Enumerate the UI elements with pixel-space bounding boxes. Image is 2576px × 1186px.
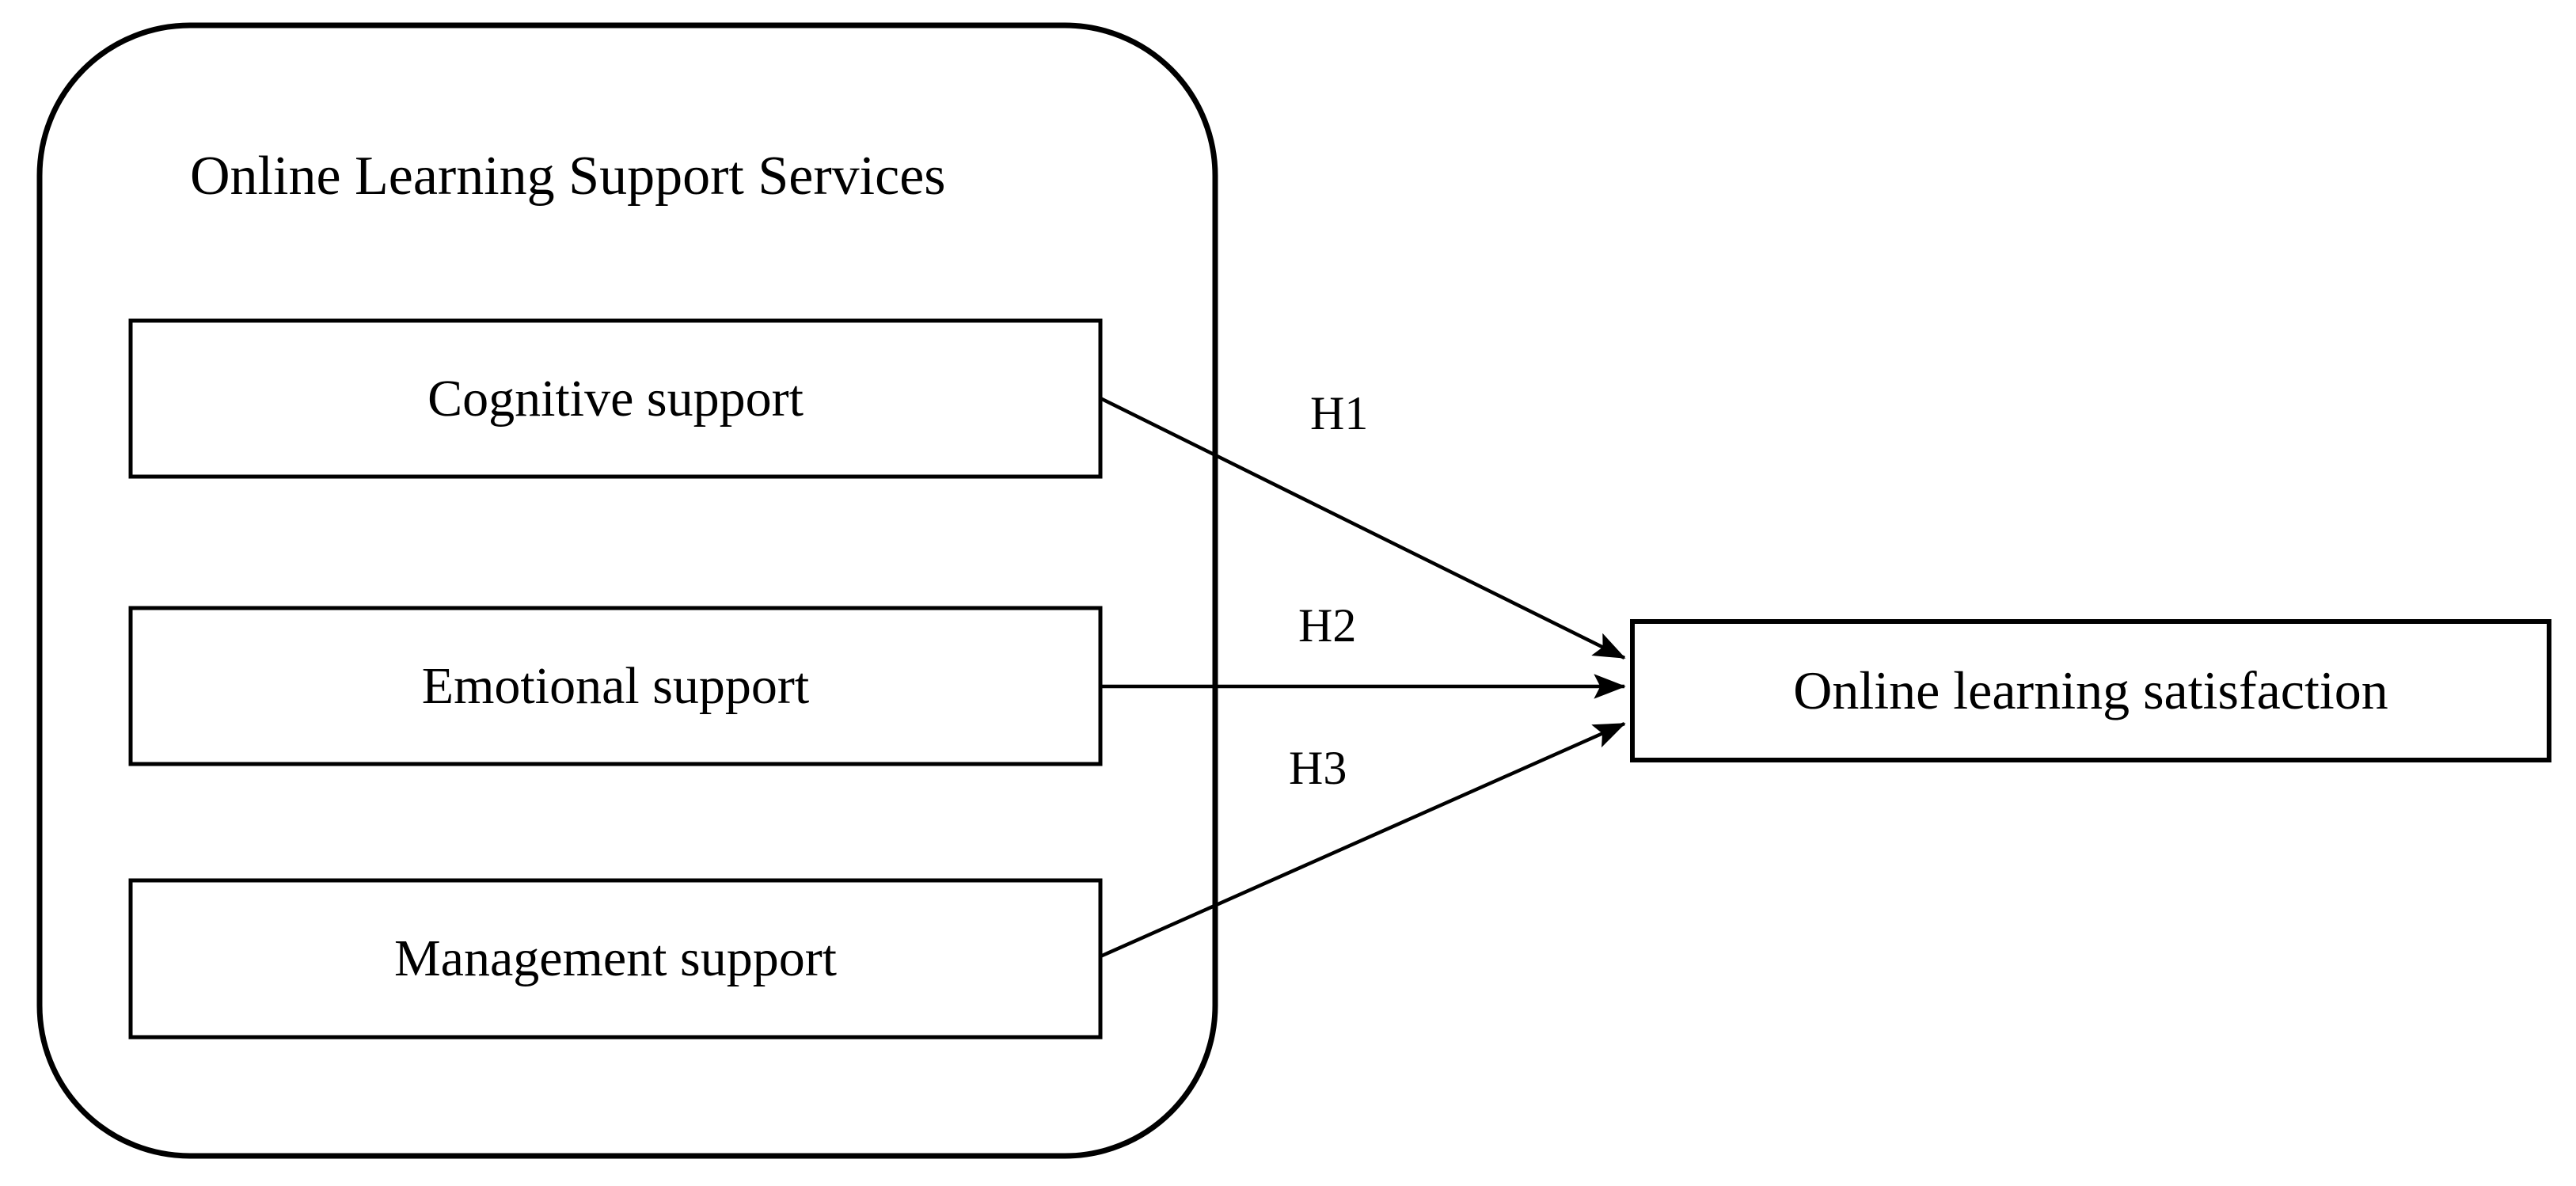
management-support-box-shape[interactable]: [128, 878, 1103, 1040]
cognitive-support-box-shape[interactable]: [128, 318, 1103, 479]
h3-arrow: [1100, 721, 1626, 959]
h1-arrow: [1100, 396, 1626, 660]
online-learning-satisfaction-box-shape[interactable]: [1630, 619, 2551, 762]
h1-label: H1: [1310, 387, 1369, 439]
emotional-support-box-shape[interactable]: [128, 606, 1103, 766]
h2-label: H2: [1298, 599, 1357, 652]
group-title: Online Learning Support Services: [190, 146, 946, 207]
h3-label: H3: [1289, 742, 1347, 794]
group-container-shape: [36, 22, 1218, 1159]
